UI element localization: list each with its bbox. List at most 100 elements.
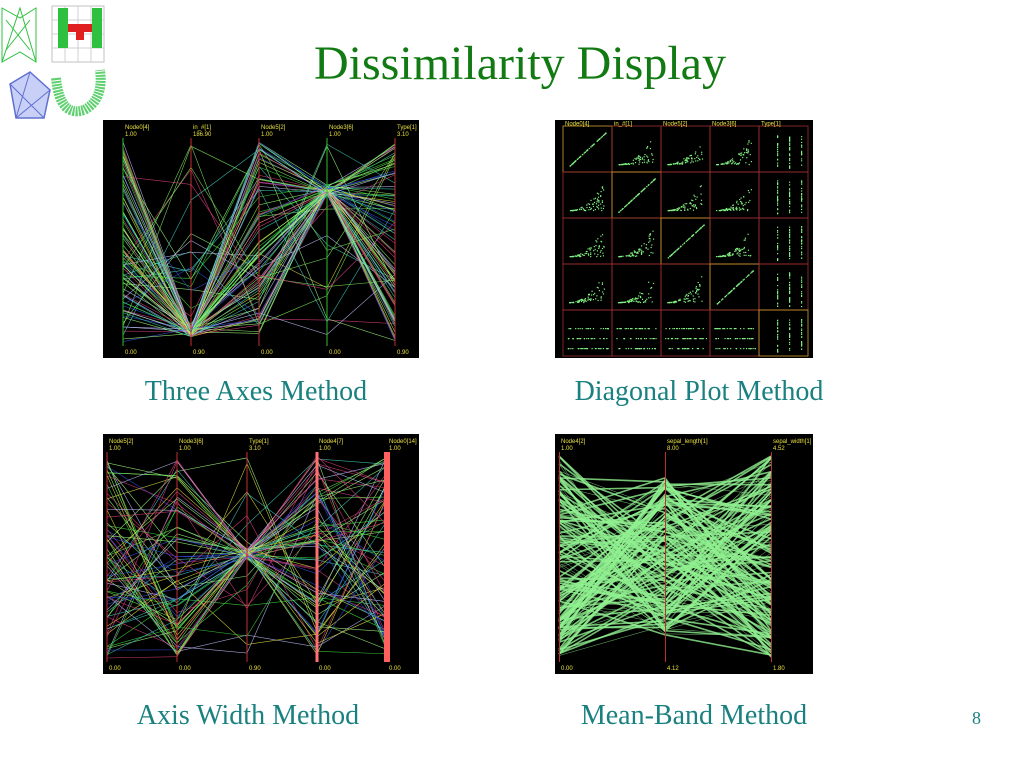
scatter-point [691, 160, 693, 162]
scatter-point [789, 195, 791, 197]
scatter-point [777, 295, 779, 297]
scatter-point [789, 289, 791, 291]
scatter-point [635, 298, 637, 300]
axis-max-label: 1.00 [561, 446, 573, 452]
scatter-point [579, 348, 581, 350]
scatter-point [702, 328, 704, 330]
scatter-point [777, 187, 779, 189]
scatter-point [777, 226, 779, 228]
scatter-point [684, 348, 687, 350]
scatter-point [630, 328, 632, 330]
scatter-point [642, 301, 645, 303]
scatter-point [581, 299, 583, 301]
scatter-point [700, 199, 703, 201]
scatter-point [581, 206, 583, 208]
scatter-point [801, 343, 803, 345]
scatter-point [694, 205, 696, 207]
scatter-point [740, 197, 742, 199]
scatter-point [789, 148, 791, 150]
axis-label: Node5[2] [109, 439, 134, 445]
scatter-point [622, 255, 624, 257]
scatter-point [789, 162, 791, 164]
scatter-point [616, 338, 618, 340]
scatter-point [697, 293, 699, 295]
scatter-point [583, 152, 585, 154]
scatter-point [651, 181, 653, 183]
scatter-point [631, 299, 633, 301]
scatter-point [590, 298, 592, 300]
scatter-point [630, 300, 632, 303]
scatter-point [632, 198, 634, 200]
scatter-point [732, 160, 734, 162]
axis-line [771, 452, 772, 662]
scatter-point [588, 294, 590, 296]
scatter-point [695, 287, 697, 289]
scatter-point [642, 251, 644, 253]
scatter-point [789, 328, 791, 330]
scatter-point [777, 297, 779, 299]
scatter-point [674, 251, 676, 253]
scatter-point [692, 300, 695, 302]
scatter-point [592, 299, 594, 301]
scatter-point [572, 348, 574, 350]
scatter-point [638, 301, 640, 303]
scatter-point [600, 207, 602, 209]
scatter-point [673, 163, 675, 165]
scatter-point [789, 277, 791, 279]
scatter-point [601, 200, 603, 202]
scatter-point [575, 209, 577, 211]
scatter-point [586, 149, 588, 151]
scatter-point [676, 209, 678, 211]
scatter-point [637, 297, 639, 299]
scatter-point [652, 230, 654, 232]
scatter-point [670, 163, 672, 166]
scatter-point [746, 210, 749, 212]
scatter-point [801, 231, 803, 233]
scatter-point [789, 138, 791, 141]
scatter-point [801, 144, 803, 146]
scatter-point [722, 328, 724, 330]
scatter-point [777, 327, 779, 329]
scatter-point [777, 245, 779, 247]
scatter-point [682, 161, 684, 163]
scatter-point [639, 348, 641, 350]
scatter-point [789, 248, 791, 250]
scatter-point [777, 291, 779, 293]
scatter-point [725, 162, 727, 164]
axis-min-label: 0.00 [125, 350, 137, 356]
scatter-point [741, 201, 743, 203]
scatter-point [689, 291, 691, 293]
scatter-point [633, 300, 635, 302]
scatter-point [583, 254, 585, 256]
scatter-point [722, 209, 724, 211]
scatter-point [580, 299, 582, 301]
scatter-point [590, 299, 592, 301]
scatter-point [789, 275, 791, 277]
scatter-point [649, 234, 651, 236]
scatter-point [590, 247, 592, 249]
scatter-point [603, 288, 605, 290]
scatter-point [743, 328, 745, 330]
scatter-point [716, 210, 718, 212]
scatter-point [649, 240, 651, 242]
scatter-point [716, 256, 718, 258]
scatter-point [645, 247, 647, 249]
three-axes-caption: Three Axes Method [144, 376, 368, 407]
scatter-point [749, 154, 751, 156]
scatter-point [730, 291, 732, 293]
scatter-point [750, 348, 752, 350]
scatter-point [749, 199, 751, 202]
scatter-point [789, 290, 791, 293]
scatter-point [731, 290, 733, 292]
scatter-point [597, 139, 599, 141]
scatter-point [740, 248, 742, 250]
scatter-point [684, 296, 686, 298]
scatter-point [593, 143, 595, 145]
scatter-point [575, 328, 577, 330]
scatter-point [801, 235, 803, 238]
scatter-point [581, 298, 583, 300]
scatter-point [627, 203, 629, 205]
scatter-point [699, 338, 701, 340]
scatter-point [730, 209, 732, 211]
scatter-point [735, 338, 737, 340]
